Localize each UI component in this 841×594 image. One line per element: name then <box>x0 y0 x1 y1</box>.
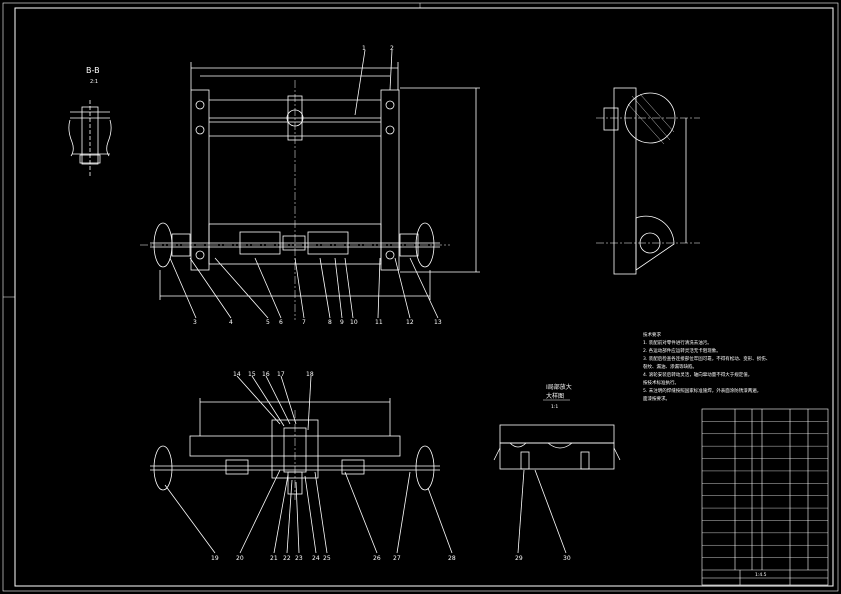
callout-25: 25 <box>323 555 331 562</box>
callout-24: 24 <box>312 555 320 562</box>
tech-req-line-2: 2. 各运动部件应运转灵活无卡阻现象。 <box>643 347 721 354</box>
callout-8: 8 <box>328 319 332 326</box>
title-block-rows <box>702 421 828 558</box>
callout-15: 15 <box>248 371 256 378</box>
callout-10: 10 <box>350 319 358 326</box>
callout-20: 20 <box>236 555 244 562</box>
detail-view-title: I局部放大 <box>546 383 572 391</box>
tech-req-heading: 技术要求 <box>643 331 661 338</box>
callout-6: 6 <box>279 319 283 326</box>
callout-3: 3 <box>193 319 197 326</box>
callout-18: 18 <box>306 371 314 378</box>
callout-12: 12 <box>406 319 414 326</box>
section-view-title: B-B <box>86 66 100 75</box>
front-view <box>150 375 453 554</box>
callout-4: 4 <box>229 319 233 326</box>
section-view-scale: 2:1 <box>90 79 98 85</box>
callout-22: 22 <box>283 555 291 562</box>
top-view-callouts: 1 2 3 4 5 6 7 8 9 10 11 12 13 <box>193 45 442 326</box>
title-block-scale: 1:4.5 <box>755 572 767 578</box>
tech-req-line-5: 4. 滚轮安装后转动灵活，轴向窜动量不得大于规定值， <box>643 371 752 378</box>
tech-req-line-7: 5. 未注明的焊缝按照国家标准施焊，外表面涂防锈漆两遍， <box>643 387 761 394</box>
callout-2: 2 <box>390 45 394 52</box>
tech-req-line-6: 按技术标准执行。 <box>643 379 679 386</box>
callout-19: 19 <box>211 555 219 562</box>
callout-11: 11 <box>375 319 383 326</box>
tech-req-line-8: 面漆按要求。 <box>643 395 670 402</box>
callout-9: 9 <box>340 319 344 326</box>
tech-req-line-3: 3. 装配后检查各连接部位牢固可靠，不得有松动、变形、损伤、 <box>643 355 770 362</box>
detail-view-title2: 大样图 <box>546 392 564 400</box>
front-view-callouts: 14 15 16 17 18 19 20 21 22 23 24 25 26 2… <box>211 371 456 562</box>
side-view <box>596 87 700 275</box>
detail-view-scale: 1:1 <box>551 404 558 410</box>
tech-req-line-4: 裂纹、漏油、渗漏等缺陷。 <box>643 363 697 370</box>
tech-requirements: 技术要求 1. 装配前对零件进行清洗去油污。 2. 各运动部件应运转灵活无卡阻现… <box>643 331 770 402</box>
callout-26: 26 <box>373 555 381 562</box>
detail-view: I局部放大 大样图 1:1 29 30 <box>493 383 621 562</box>
callout-29: 29 <box>515 555 523 562</box>
callout-21: 21 <box>270 555 278 562</box>
callout-27: 27 <box>393 555 401 562</box>
callout-28: 28 <box>448 555 456 562</box>
top-view <box>140 49 480 320</box>
callout-7: 7 <box>302 319 306 326</box>
callout-16: 16 <box>262 371 270 378</box>
callout-5: 5 <box>266 319 270 326</box>
callout-14: 14 <box>233 371 241 378</box>
title-block <box>701 408 829 586</box>
callout-1: 1 <box>362 45 366 52</box>
tech-req-line-1: 1. 装配前对零件进行清洗去油污。 <box>643 339 712 346</box>
callout-30: 30 <box>563 555 571 562</box>
callout-13: 13 <box>434 319 442 326</box>
section-view-bb: B-B 2:1 <box>68 66 112 178</box>
callout-23: 23 <box>295 555 303 562</box>
callout-17: 17 <box>277 371 285 378</box>
